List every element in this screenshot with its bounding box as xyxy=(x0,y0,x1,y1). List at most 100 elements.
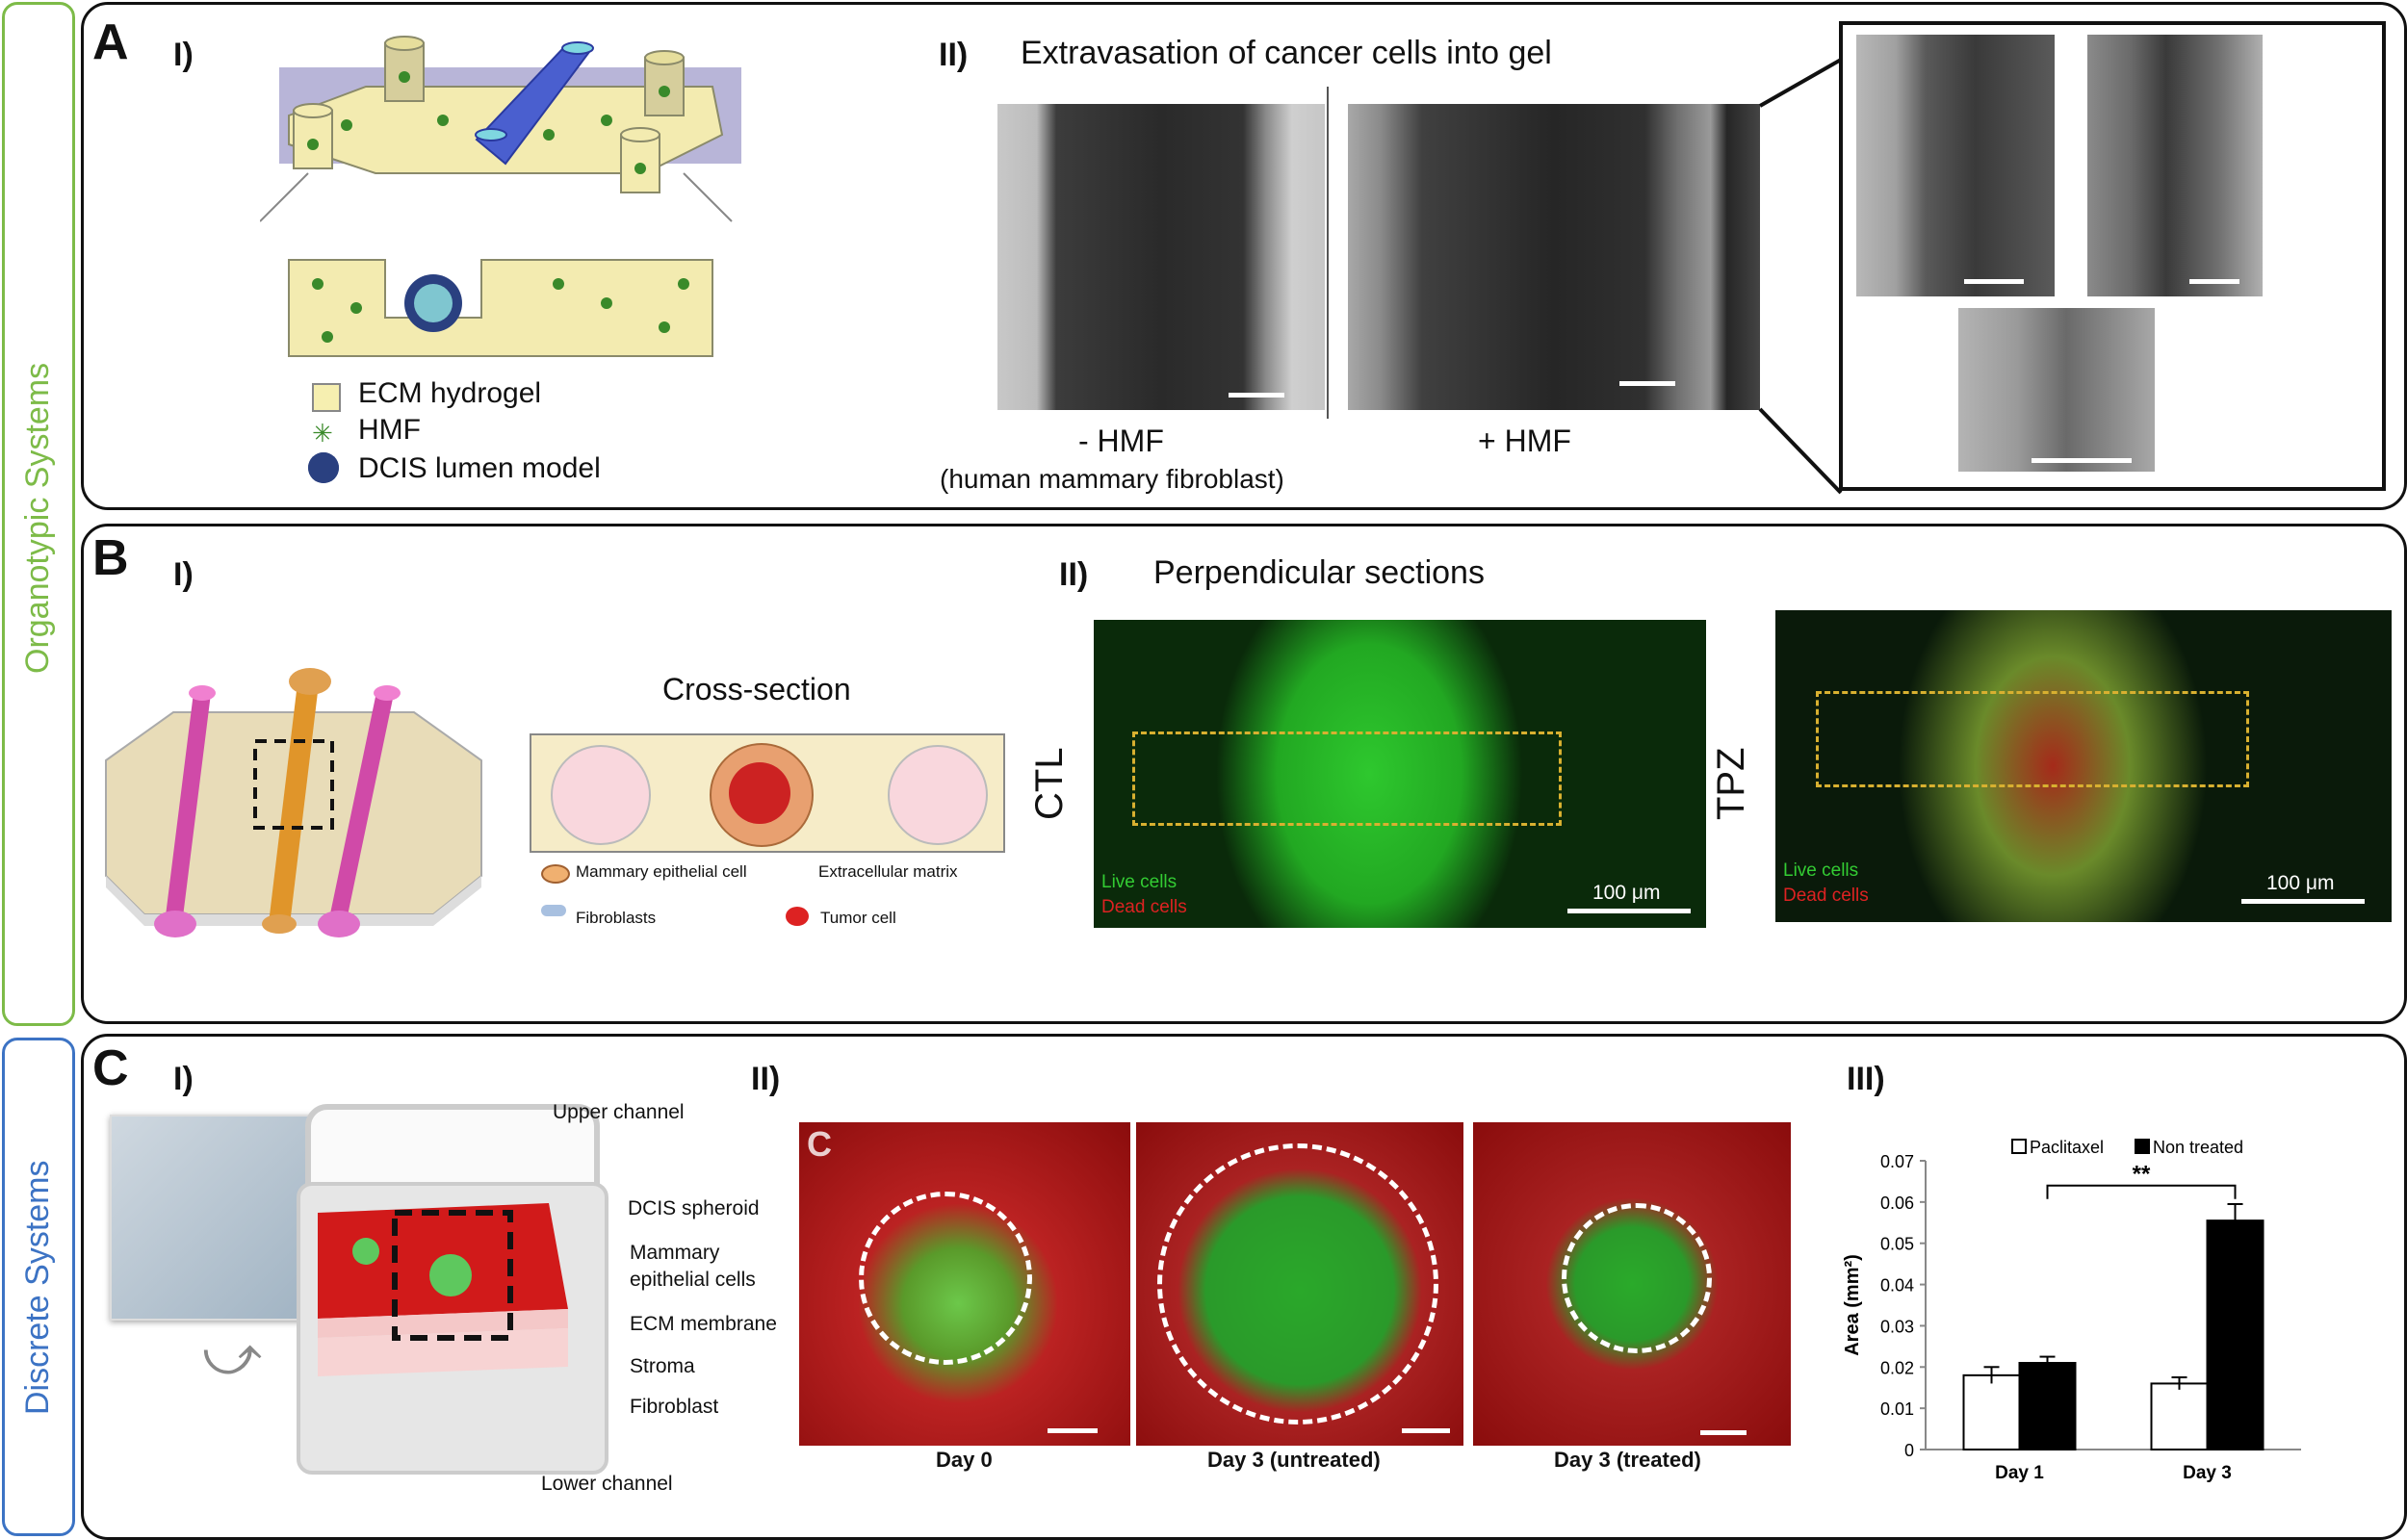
legend-label-paclitaxel: Paclitaxel xyxy=(2030,1138,2104,1157)
caption-minus-hmf-sub: (human mammary fibroblast) xyxy=(940,464,1284,495)
legend-ecm: Extracellular matrix xyxy=(818,862,958,882)
live-cells-label: Live cells xyxy=(1783,860,1858,882)
caption-plus-hmf: + HMF xyxy=(1478,424,1571,459)
scale-bar xyxy=(1567,909,1691,913)
y-tick-label: 0.06 xyxy=(1880,1194,1914,1213)
scale-bar xyxy=(1402,1428,1450,1433)
legend-dcis-text: DCIS lumen model xyxy=(358,452,601,485)
bar-paclitaxel xyxy=(2152,1383,2208,1450)
dead-cells-label: Dead cells xyxy=(1783,886,1869,907)
scale-bar xyxy=(1619,381,1675,386)
scale-bar xyxy=(2189,279,2239,284)
x-tick-label: Day 1 xyxy=(1995,1463,2044,1483)
label-lower-channel: Lower channel xyxy=(541,1473,673,1496)
tpz-label: TPZ xyxy=(1710,747,1753,820)
device-diagram-b xyxy=(87,635,539,972)
hmf-icon: ✳ xyxy=(312,424,341,443)
zoom-connector xyxy=(1752,58,1849,510)
tumor-core xyxy=(729,762,790,824)
significance-bracket xyxy=(2048,1186,2236,1199)
cross-section-box xyxy=(530,733,1005,853)
x-tick-label: Day 3 xyxy=(2183,1463,2232,1483)
ctl-label: CTL xyxy=(1028,747,1072,820)
device-diagram-a xyxy=(260,29,761,385)
legend-swatch-paclitaxel xyxy=(2012,1140,2026,1153)
scale-label: 100 μm xyxy=(2266,872,2334,895)
label-fibroblast: Fibroblast xyxy=(630,1396,718,1419)
panel-a-letter: A xyxy=(92,13,129,71)
caption-day0: Day 0 xyxy=(936,1448,993,1473)
inset-micrograph-2 xyxy=(2087,35,2263,296)
y-tick-label: 0.05 xyxy=(1880,1235,1914,1254)
legend-hmf-text: HMF xyxy=(358,414,421,447)
scale-bar xyxy=(1229,393,1284,398)
dcis-lumen-icon xyxy=(308,452,339,483)
caption-day3-untreated: Day 3 (untreated) xyxy=(1207,1448,1381,1473)
organotypic-label: Organotypic Systems xyxy=(19,363,57,674)
epithelial-cell-icon xyxy=(541,864,570,884)
panel-c-letter: C xyxy=(92,1040,129,1097)
panel-c-part-1: I) xyxy=(173,1061,194,1098)
legend-fibroblasts: Fibroblasts xyxy=(576,909,656,928)
micrograph-plus-hmf xyxy=(1348,104,1760,410)
fluorescence-ctl: Live cells Dead cells 100 μm xyxy=(1094,620,1706,928)
spheroid-outline xyxy=(1562,1203,1712,1353)
y-tick-label: 0 xyxy=(1904,1441,1914,1460)
scale-bar xyxy=(2241,899,2365,904)
y-tick-label: 0.04 xyxy=(1880,1276,1914,1296)
y-tick-label: 0.02 xyxy=(1880,1358,1914,1377)
chip-diagram xyxy=(241,1078,645,1492)
label-stroma: Stroma xyxy=(630,1355,695,1378)
caption-minus-hmf: - HMF xyxy=(1078,424,1164,459)
channel-circle xyxy=(888,745,988,845)
spheroid-day3-untreated xyxy=(1136,1122,1463,1446)
bar-paclitaxel xyxy=(1964,1375,2020,1450)
scale-bar xyxy=(1700,1430,1747,1435)
legend-ecm-text: ECM hydrogel xyxy=(358,377,541,410)
legend-tumor: Tumor cell xyxy=(820,909,896,928)
label-mammary-epithelial: Mammary epithelial cells xyxy=(630,1240,764,1294)
panel-b-letter: B xyxy=(92,529,129,587)
label-upper-channel: Upper channel xyxy=(553,1101,685,1124)
fluorescence-tpz: Live cells Dead cells 100 μm xyxy=(1775,610,2392,922)
spheroid-day3-treated xyxy=(1473,1122,1791,1446)
panel-b-title: Perpendicular sections xyxy=(1153,554,1485,592)
significance-label: ** xyxy=(2133,1162,2151,1188)
panel-a-part-1: I) xyxy=(173,37,194,74)
y-tick-label: 0.01 xyxy=(1880,1399,1914,1419)
image-letter: C xyxy=(807,1124,832,1165)
tumor-cell-icon xyxy=(786,907,809,926)
legend-epithelial: Mammary epithelial cell xyxy=(576,862,747,882)
divider-line xyxy=(1327,87,1329,419)
roi-box xyxy=(1132,732,1562,826)
spheroid-day0: C xyxy=(799,1122,1130,1446)
panel-a-title: Extravasation of cancer cells into gel xyxy=(1021,35,1552,72)
panel-c-part-2: II) xyxy=(751,1061,780,1098)
scale-bar xyxy=(1964,279,2024,284)
spheroid-outline xyxy=(1157,1143,1438,1424)
spheroid-outline xyxy=(859,1192,1032,1365)
bar-non-treated xyxy=(2208,1220,2264,1450)
legend-swatch-non-treated xyxy=(2135,1140,2149,1153)
y-tick-label: 0.07 xyxy=(1880,1152,1914,1171)
dead-cells-label: Dead cells xyxy=(1101,897,1187,918)
cross-section-title: Cross-section xyxy=(662,672,851,707)
inset-micrograph-1 xyxy=(1856,35,2055,296)
roi-box xyxy=(1816,691,2249,787)
legend-ecm-swatch xyxy=(312,383,341,412)
panel-c-part-3: III) xyxy=(1847,1061,1885,1098)
panel-b-part-1: I) xyxy=(173,556,194,594)
scale-label: 100 μm xyxy=(1592,882,1660,905)
inset-micrograph-3 xyxy=(1958,308,2155,472)
label-ecm-membrane: ECM membrane xyxy=(630,1313,777,1336)
bar-non-treated xyxy=(2020,1363,2076,1450)
micrograph-minus-hmf xyxy=(997,104,1325,410)
y-tick-label: 0.03 xyxy=(1880,1317,1914,1336)
panel-a-part-2: II) xyxy=(939,37,968,74)
scale-bar xyxy=(1048,1428,1098,1433)
legend-label-non-treated: Non treated xyxy=(2153,1138,2243,1157)
caption-day3-treated: Day 3 (treated) xyxy=(1554,1448,1701,1473)
label-dcis-spheroid: DCIS spheroid xyxy=(628,1197,760,1220)
discrete-label: Discrete Systems xyxy=(19,1161,57,1416)
